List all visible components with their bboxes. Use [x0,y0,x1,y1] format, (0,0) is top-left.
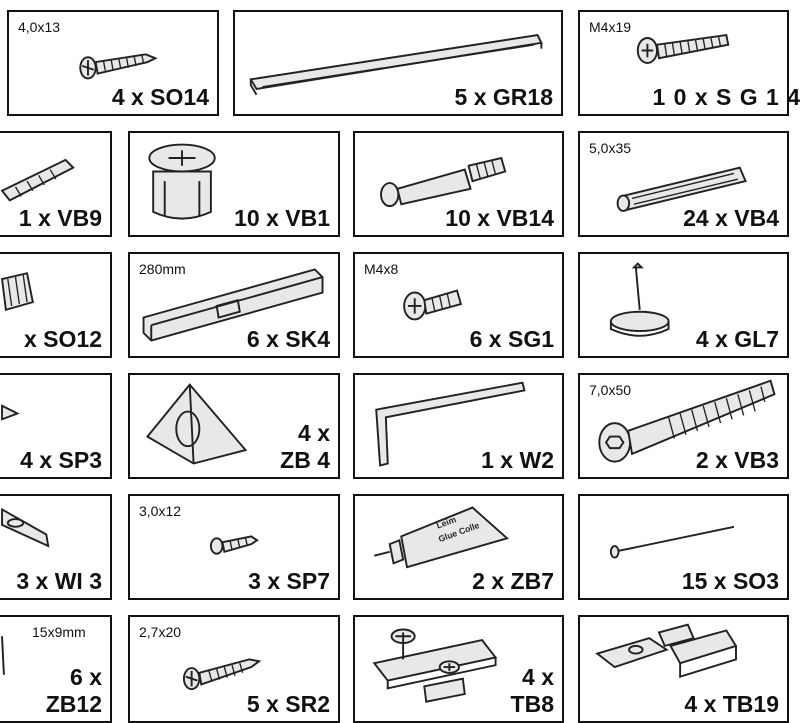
code-label: ZB 4 [280,447,330,473]
quantity-code-label: 5 x GR18 [454,84,553,110]
quantity-code-label: 5 x SR2 [246,691,330,717]
quantity-code-label: 1 0 x S G 1 4 [652,84,801,110]
part-cell-w2: 1 x W2 [353,373,564,479]
profile-rail-icon [142,268,324,342]
cam-lock-icon [148,143,216,220]
mounting-plate-icon [372,628,498,703]
insert-nut-icon [0,272,34,312]
angle-bracket-icon [1,507,50,548]
quantity-code-label: 6 x SK4 [246,326,330,352]
hinge-icon [595,623,738,679]
quantity-code-label: x SO12 [24,326,102,352]
part-cell-vb9: 1 x VB9 [0,131,112,237]
quantity-code-label: 1 x VB9 [18,205,102,231]
part-cell-so12: x SO12 [0,252,112,358]
part-cell-wi3: 3 x WI 3 [0,494,112,600]
quantity-code-label: 3 x SP7 [248,568,330,594]
glue-tube-icon: Leim Glue Colle [374,506,510,569]
part-cell-gl7: 4 x GL7 [578,252,789,358]
quantity-code-label: 4 x TB19 [684,691,779,717]
rail-icon [249,34,543,96]
screw-icon [209,535,259,555]
quantity-code-label: 6 x ZB12 [46,664,102,718]
corner-bracket-icon [145,383,248,465]
part-cell-so3: 15 x SO3 [578,494,789,600]
machine-screw-icon [403,289,463,321]
code-label: ZB12 [45,691,102,717]
dimension-label: 280mm [139,261,186,277]
quantity-code-label: 6 x SG1 [469,326,554,352]
allen-key-icon [375,381,526,467]
part-cell-vb3: 7,0x50 2 x VB3 [578,373,789,479]
part-cell-sp7: 3,0x12 3 x SP7 [128,494,340,600]
part-cell-tb19: 4 x TB19 [578,615,789,723]
part-cell-zb7: Leim Glue Colle 2 x ZB7 [353,494,564,600]
part-cell-sg14: M4x19 1 0 x S G 1 4 [578,10,800,116]
quantity-code-label: 4 x SO14 [111,84,209,110]
quantity-code-label: 2 x ZB7 [472,568,554,594]
dimension-label: 5,0x35 [589,140,632,156]
dimension-label: 15x9mm [32,624,86,640]
screw-icon [1,404,20,421]
quantity-label: 4 x [298,420,330,446]
nail-icon [609,525,735,559]
wall-plug-icon [0,158,75,202]
dimension-label: M4x19 [589,19,632,35]
part-cell-sr2: 2,7x20 5 x SR2 [128,615,340,723]
screw-icon [182,658,262,691]
quantity-code-label: 4 x SP3 [20,447,102,473]
wooden-dowel-icon [616,166,747,212]
quantity-code-label: 2 x VB3 [695,447,779,473]
quantity-code-label: 15 x SO3 [681,568,779,594]
quantity-label: 4 x [522,664,554,690]
dimension-label: M4x8 [364,261,399,277]
part-cell-sg1: M4x8 6 x SG1 [353,252,564,358]
connector-bolt-icon [380,156,507,208]
dimension-label: 2,7x20 [139,624,182,640]
quantity-code-label: 4 x GL7 [695,326,779,352]
part-cell-sk4: 280mm 6 x SK4 [128,252,340,358]
part-cell-zb12: 15x9mm 6 x ZB12 [0,615,112,723]
confirmat-screw-icon [598,379,776,463]
machine-screw-icon [636,34,730,64]
quantity-code-label: 4 x ZB 4 [280,420,330,474]
part-cell-vb14: 10 x VB14 [353,131,564,237]
quantity-code-label: 24 x VB4 [683,205,779,231]
quantity-code-label: 10 x VB1 [234,205,330,231]
part-cell-vb1: 10 x VB1 [128,131,340,237]
quantity-code-label: 3 x WI 3 [16,568,102,594]
part-cell-vb4: 5,0x35 24 x VB4 [578,131,789,237]
quantity-label: 6 x [70,664,102,690]
screw-icon [79,53,158,80]
quantity-code-label: 1 x W2 [481,447,554,473]
dimension-label: 7,0x50 [589,382,632,398]
code-label: TB8 [510,691,554,717]
cover-cap-icon [1,636,5,675]
dimension-label: 4,0x13 [18,19,61,35]
quantity-code-label: 10 x VB14 [445,205,554,231]
part-cell-so14: 4,0x13 4 x SO14 [7,10,219,116]
part-cell-tb8: 4 x TB8 [353,615,564,723]
dimension-label: 3,0x12 [139,503,182,519]
part-cell-zb4: 4 x ZB 4 [128,373,340,479]
glide-nail-icon [609,262,670,337]
part-cell-gr18: 5 x GR18 [233,10,563,116]
quantity-code-label: 4 x TB8 [511,664,554,718]
part-cell-sp3: 4 x SP3 [0,373,112,479]
